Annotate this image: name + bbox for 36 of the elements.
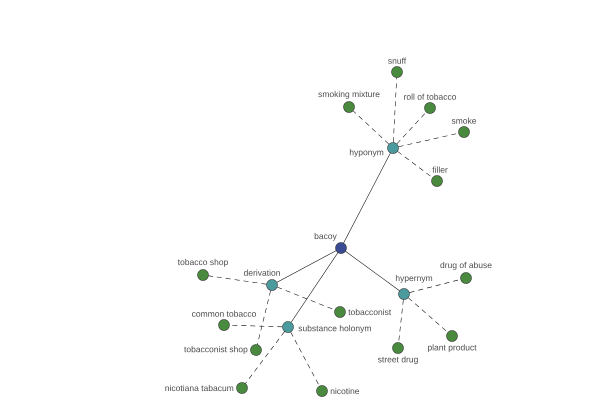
node-label: common tobacco — [192, 310, 256, 317]
node-label: drug of abuse — [440, 262, 492, 270]
connector-line — [277, 286, 335, 310]
connector-line — [396, 112, 426, 144]
node-label: plant product — [428, 344, 476, 352]
connector-line — [245, 331, 285, 384]
connector-line — [276, 250, 336, 283]
connector-line — [409, 279, 461, 293]
connector-line — [290, 252, 338, 322]
connector-line — [352, 110, 390, 144]
node-label: hyponym — [350, 149, 384, 157]
connector-line — [398, 299, 404, 343]
connector-line — [208, 276, 267, 284]
connector-line — [343, 152, 391, 244]
node-label: smoking mixture — [318, 90, 380, 99]
connector-line — [345, 251, 400, 291]
node-label: nicotiana tabacum — [165, 384, 234, 392]
node-label: tobacconist — [348, 308, 392, 316]
node-label: tobacconist shop — [184, 346, 248, 354]
node-label: tobacco shop — [178, 258, 228, 267]
node-label: hypernym — [396, 274, 432, 283]
connector-line — [257, 290, 271, 345]
connector-line — [393, 77, 397, 143]
connector-line — [397, 151, 433, 178]
connector-line — [290, 332, 320, 386]
connector-line — [398, 133, 459, 148]
node-label: roll of tobacco — [404, 94, 456, 100]
node-label: bacoy — [314, 232, 337, 241]
node-label: filler — [432, 166, 448, 173]
node-label: street drug — [378, 356, 418, 364]
node-label: nicotine — [330, 388, 360, 394]
node-label: substance holonym — [298, 325, 371, 333]
node-label: derivation — [244, 270, 280, 276]
node-label: smoke — [452, 118, 476, 124]
connector-line — [408, 298, 448, 332]
node-label: snuff — [388, 58, 406, 64]
